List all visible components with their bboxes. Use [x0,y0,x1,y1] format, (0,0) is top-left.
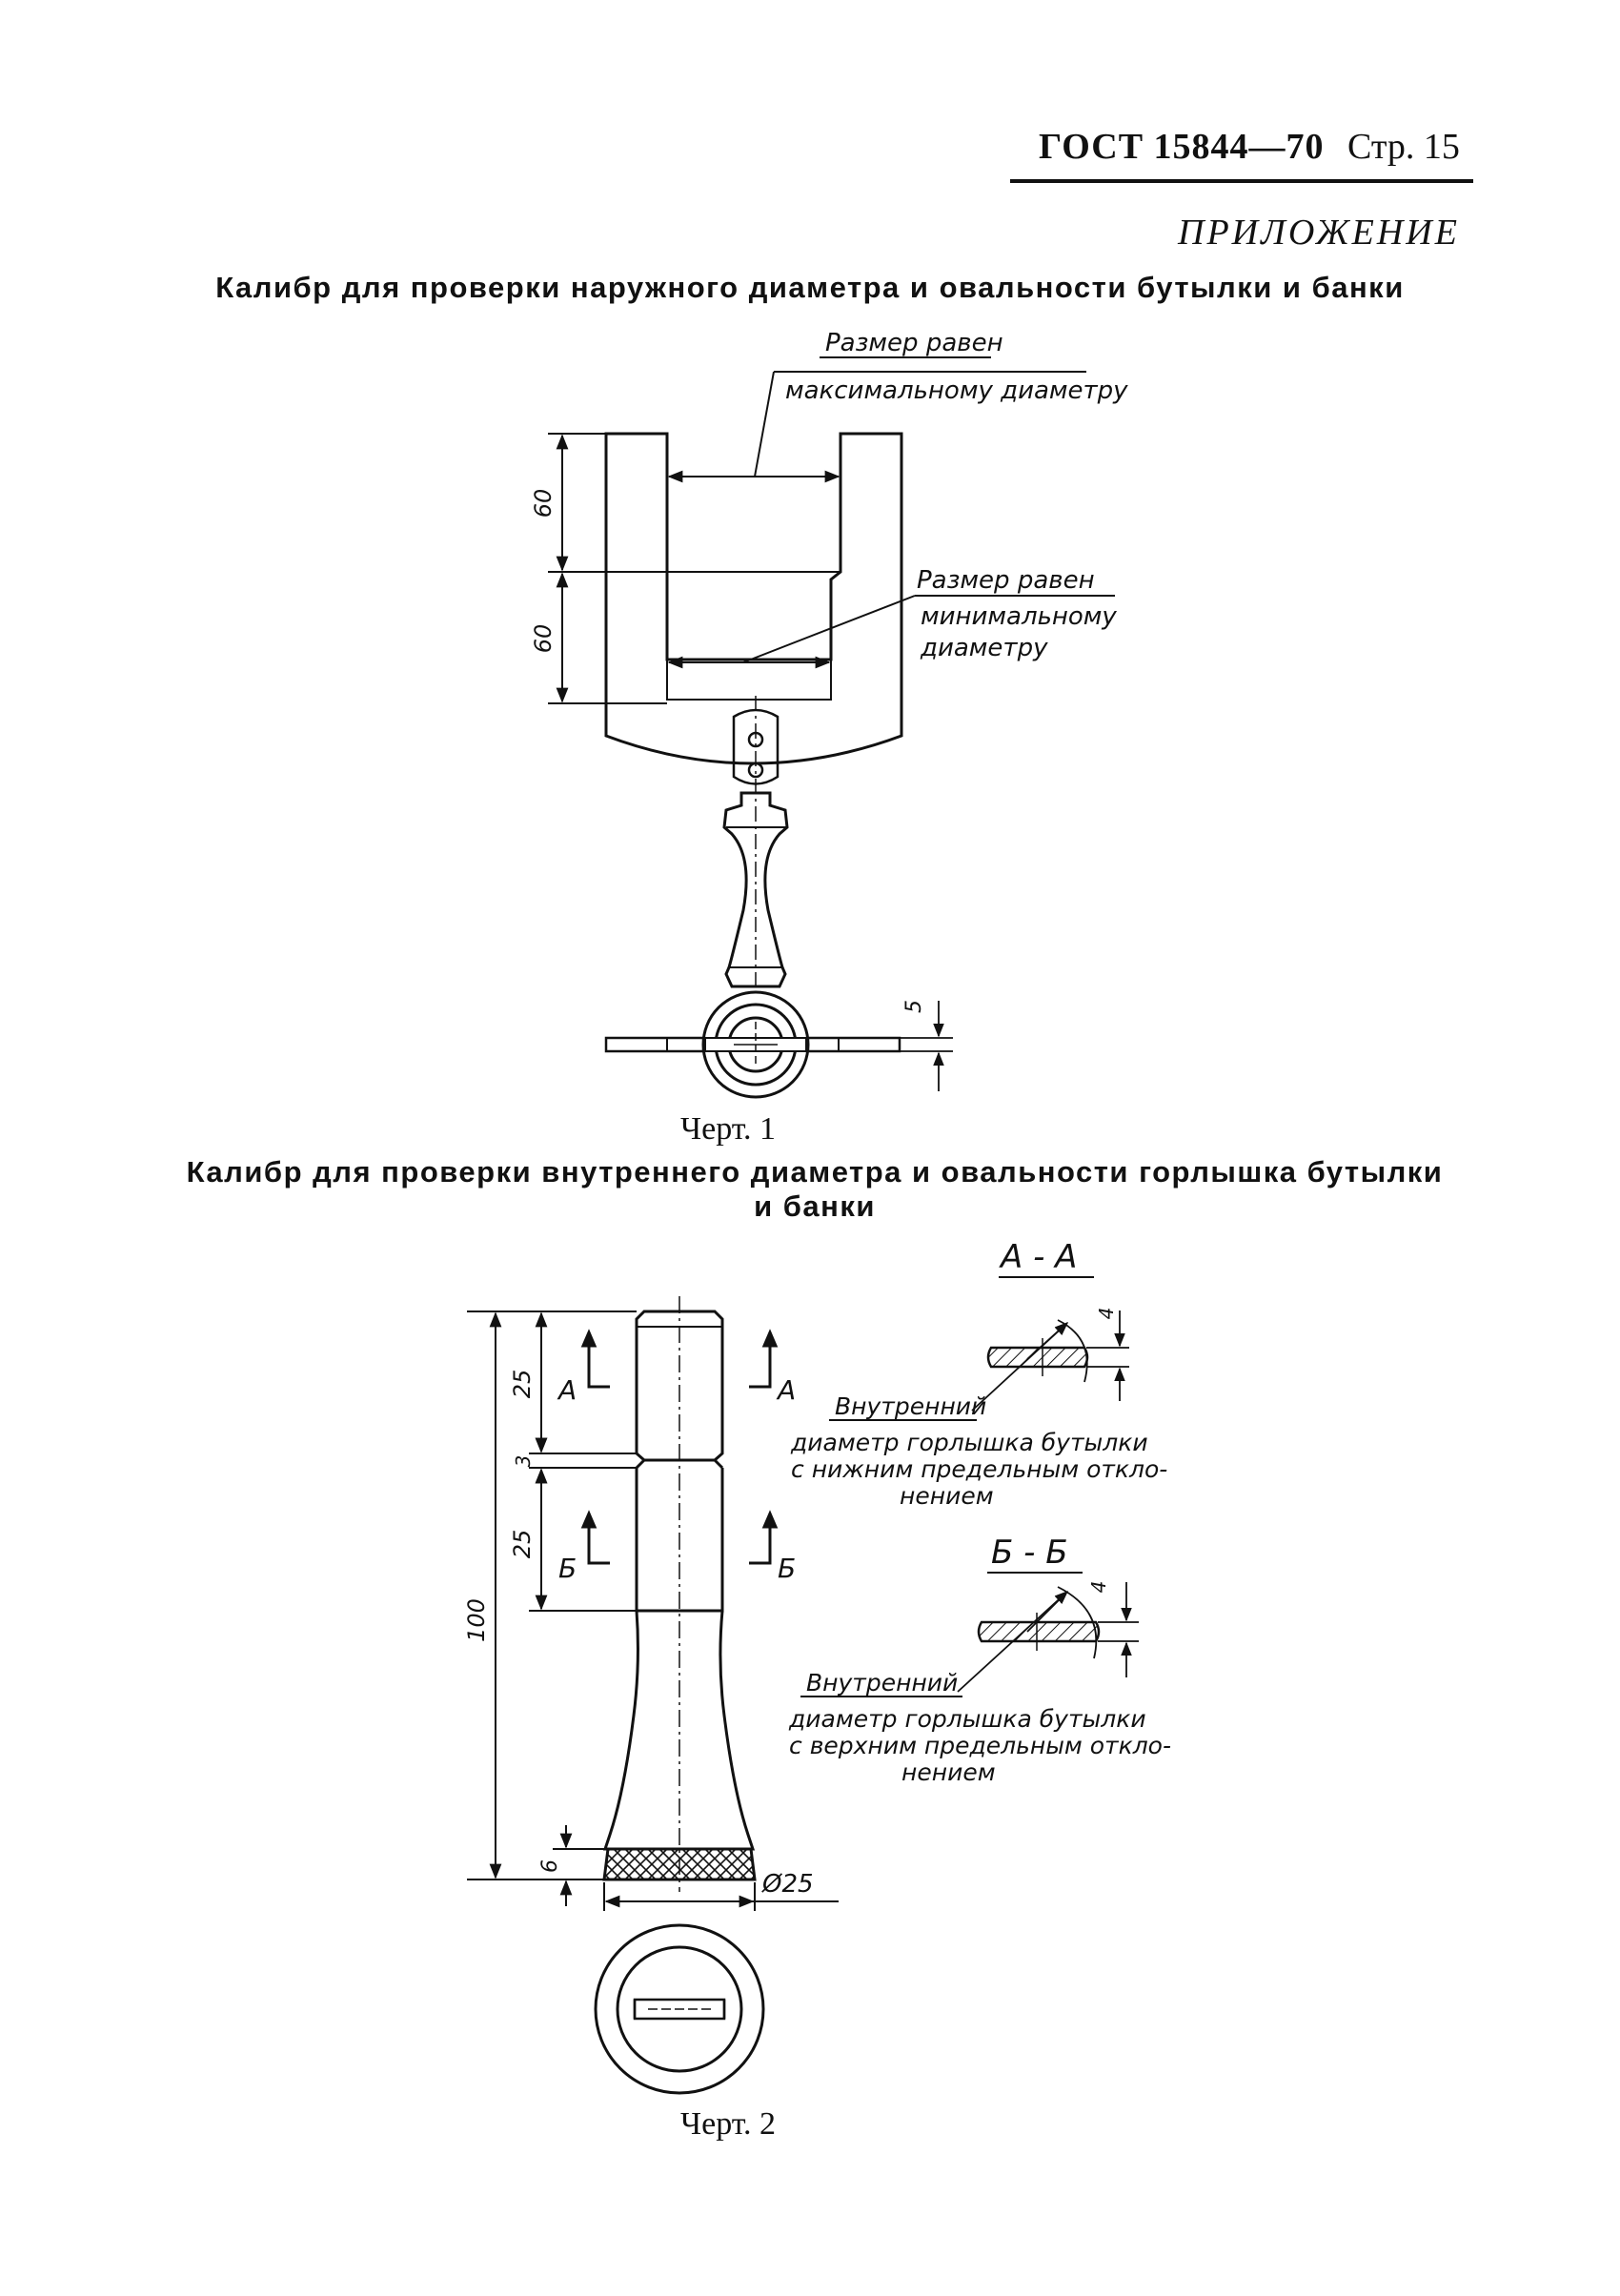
label-min-line3: диаметру [920,634,1048,662]
label-min-line2: минимальному [921,602,1117,631]
appendix-heading: ПРИЛОЖЕНИЕ [1178,213,1460,253]
figure1-dim-min [667,595,1115,669]
note-b-line4: нением [901,1758,996,1786]
figure2-plug-gauge [602,1296,757,1892]
section-a-left: А [557,1374,577,1406]
section-markers [580,1329,779,1565]
note-b-line1: Внутренний [806,1669,958,1697]
gauge-handle [722,791,789,988]
section-bb-title: Б - Б [991,1534,1068,1572]
dim-25-lower: 25 [509,1530,536,1559]
header-rule [1010,179,1473,183]
figure1-caption: Черт. 1 [680,1111,777,1147]
gauge-joint [732,708,780,785]
section-aa-drawing [971,1311,1129,1412]
note-a-line1: Внутренний [835,1392,986,1420]
dim-3: 3 [512,1455,535,1468]
dim-d25: Ø25 [761,1870,814,1899]
plug-lower [635,1458,724,1613]
figure2-title-line2: и банки [754,1189,876,1223]
section-b-right: Б [778,1553,796,1584]
label-max-line1: Размер равен [825,329,1003,357]
section-b-left: Б [558,1553,577,1584]
section-aa-title: А - А [999,1238,1077,1276]
dim-4-b: 4 [1087,1581,1110,1594]
document-standard-number: ГОСТ 15844—70 [1039,127,1325,167]
figure1-plan-view [604,990,953,1099]
label-min-line1: Размер равен [917,566,1095,595]
dim-5: 5 [902,1000,926,1013]
dim-6: 6 [538,1859,562,1873]
figure1-dim-60 [548,433,667,704]
section-bb-drawing [957,1582,1139,1693]
figure1-snap-gauge [604,432,903,996]
section-a-right: А [776,1374,796,1406]
gauge-body [604,432,903,765]
label-max-line2: максимальному диаметру [785,376,1128,405]
dim-60-lower: 60 [530,624,557,654]
figure2-caption: Черт. 2 [680,2106,777,2142]
note-a-line4: нением [900,1482,994,1510]
note-b-line3: с верхним предельным откло- [789,1732,1171,1759]
figure1-dim-max [667,356,1086,483]
figure1-title: Калибр для проверки наружного диаметра и… [215,271,1405,304]
dim-4-a: 4 [1095,1308,1118,1320]
figure2-end-view [594,1923,765,2095]
dim-60-upper: 60 [530,489,557,518]
page-number: Стр. 15 [1347,127,1460,167]
figure2-title: Калибр для проверки внутреннего диаметра… [181,1155,1448,1224]
dim-100: 100 [463,1598,490,1642]
note-a-line3: с нижним предельным откло- [791,1455,1167,1483]
dim-25-upper: 25 [509,1370,536,1399]
note-b-line2: диаметр горлышка бутылки [788,1705,1146,1733]
figure2-dims-vertical [467,1311,839,1911]
plug-upper [635,1310,724,1462]
note-a-line2: диаметр горлышка бутылки [790,1429,1148,1456]
figure2-title-line1: Калибр для проверки внутреннего диаметра… [186,1155,1444,1189]
